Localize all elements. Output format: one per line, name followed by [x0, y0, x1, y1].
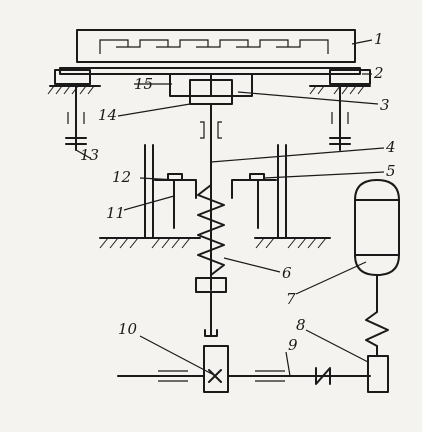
hydraulic-cylinder	[203, 345, 229, 393]
table-slots	[99, 39, 329, 54]
label-10: 10	[118, 320, 138, 338]
check-valve	[315, 367, 331, 385]
central-bushing	[200, 121, 222, 139]
label-15: 15	[134, 75, 153, 93]
left-support-block	[54, 69, 91, 85]
label-4: 4	[385, 138, 396, 156]
control-valve	[367, 355, 389, 393]
rotary-table-body	[76, 29, 356, 63]
label-14: 14	[98, 106, 117, 124]
left-lever	[154, 179, 197, 199]
label-7: 7	[286, 290, 296, 308]
right-pad	[249, 173, 265, 181]
ground-hatch-lower	[99, 237, 327, 249]
right-support-block	[329, 69, 371, 85]
label-11: 11	[106, 204, 125, 222]
guide-plate	[59, 67, 361, 75]
compression-spring	[197, 184, 225, 276]
label-13: 13	[80, 146, 99, 164]
label-3: 3	[380, 96, 390, 114]
right-lever	[231, 179, 277, 199]
label-1: 1	[374, 30, 384, 48]
label-6: 6	[282, 264, 292, 282]
label-8: 8	[296, 316, 306, 334]
leader-lines	[75, 39, 385, 377]
accumulator	[354, 179, 400, 276]
label-12: 12	[112, 168, 131, 186]
label-5: 5	[386, 162, 396, 180]
label-9: 9	[288, 336, 298, 354]
label-2: 2	[373, 64, 384, 82]
ground-hatch-upper	[47, 85, 365, 95]
accumulator-spring	[365, 311, 389, 347]
